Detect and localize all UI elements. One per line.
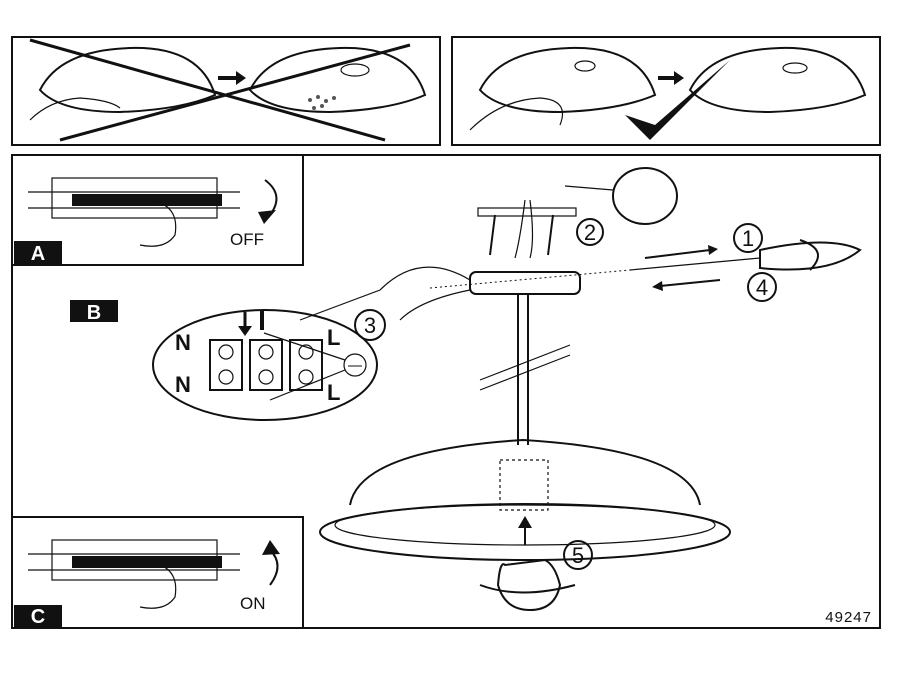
step-4-number: 4 xyxy=(756,275,768,300)
terminal-l-top: L xyxy=(327,325,340,350)
arrow-right-icon xyxy=(236,71,246,85)
panel-wrong-cleaning xyxy=(11,36,441,146)
lamp-shade xyxy=(349,438,701,506)
mounting-bracket: 2 xyxy=(477,167,678,259)
main-frame xyxy=(11,154,881,629)
rotate-down-arrow-icon xyxy=(258,210,276,224)
hand-icon xyxy=(139,561,177,609)
lamp: 5 xyxy=(299,266,731,612)
panel-c-switch-on: ON C xyxy=(11,516,304,629)
panel-b-label: B xyxy=(87,302,101,324)
panel-correct-cleaning xyxy=(451,36,881,146)
step-5-number: 5 xyxy=(572,543,584,568)
ground-icon xyxy=(343,353,367,377)
panel-c-label: C xyxy=(31,606,45,628)
terminal-l-bottom: L xyxy=(327,380,340,405)
cross-out-icon xyxy=(29,38,386,142)
screwdriver: 1 4 xyxy=(629,223,862,302)
rotate-up-arrow-icon xyxy=(262,540,280,555)
panel-a-label: A xyxy=(31,243,45,265)
step-2-number: 2 xyxy=(584,220,596,245)
terminal-block-detail: N N L L 3 xyxy=(152,309,386,421)
rotate-arrow-icon xyxy=(799,239,819,271)
wall-plug-detail xyxy=(612,167,678,225)
model-number: 49247 xyxy=(825,609,872,626)
off-label: OFF xyxy=(230,230,264,249)
terminal-n-bottom: N xyxy=(175,372,191,397)
canopy xyxy=(469,271,581,295)
terminal-n-top: N xyxy=(175,330,191,355)
panel-a-switch-off: OFF A xyxy=(11,154,304,266)
step-3-number: 3 xyxy=(364,313,376,338)
light-bulb xyxy=(496,558,562,612)
hand-icon xyxy=(139,199,177,247)
step-1-number: 1 xyxy=(742,226,754,251)
on-label: ON xyxy=(240,594,266,613)
